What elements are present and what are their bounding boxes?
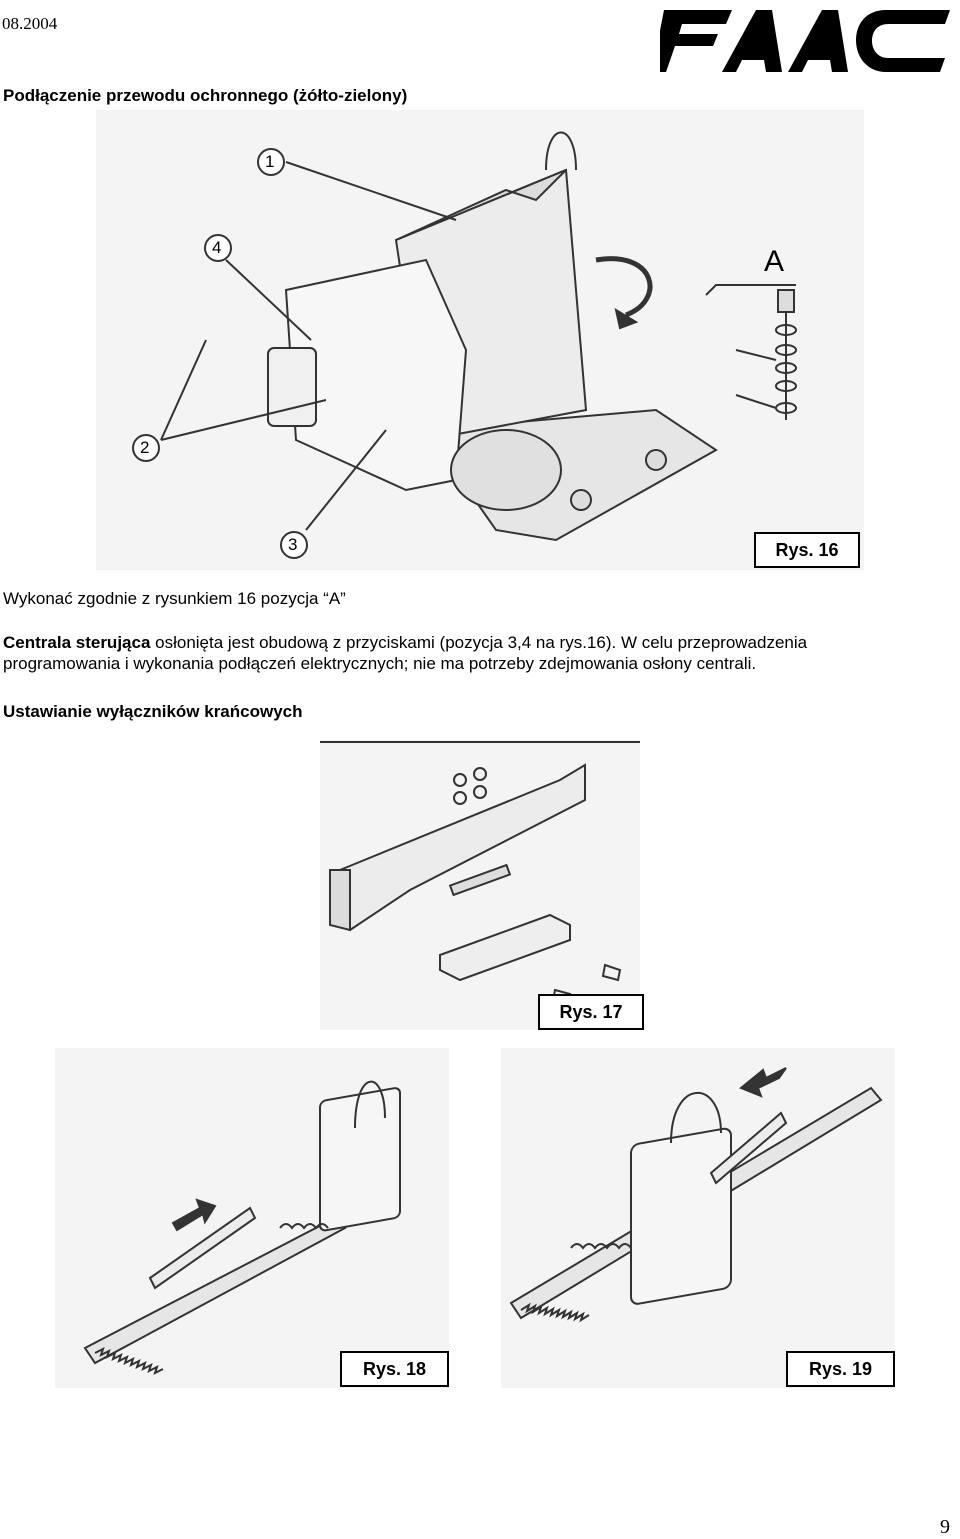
callout-4: 4	[212, 238, 222, 257]
figure-19-caption: Rys. 19	[786, 1351, 895, 1387]
figure-16-operator-illustration: 1 4 2 3 A	[96, 110, 864, 570]
figure-18-opening-limit-setup	[55, 1048, 449, 1388]
control-unit-paragraph: Centrala sterująca osłonięta jest obudow…	[3, 632, 958, 674]
faac-logo	[652, 2, 956, 76]
section-heading-limit-switches: Ustawianie wyłączników krańcowych	[3, 702, 303, 721]
callout-1: 1	[265, 152, 275, 171]
callout-3: 3	[288, 535, 298, 554]
figure-17-caption: Rys. 17	[538, 994, 644, 1030]
figure-16-caption: Rys. 16	[754, 532, 860, 568]
callout-2: 2	[140, 438, 150, 457]
figure-18-caption: Rys. 18	[340, 1351, 449, 1387]
detail-a-label: A	[764, 245, 785, 278]
document-date: 08.2004	[2, 14, 58, 33]
paragraph-line1: osłonięta jest obudową z przyciskami (po…	[150, 633, 808, 652]
paragraph-bold-lead: Centrala sterująca	[3, 633, 151, 652]
page-number: 9	[940, 1516, 950, 1538]
figure-17-limit-switch-parts	[320, 740, 640, 1030]
figure-19-closing-limit-setup	[501, 1048, 895, 1388]
instruction-text: Wykonać zgodnie z rysunkiem 16 pozycja “…	[3, 589, 346, 608]
section-heading-protective-wire: Podłączenie przewodu ochronnego (żółto-z…	[3, 86, 408, 105]
paragraph-line2: programowania i wykonania podłączeń elek…	[3, 654, 757, 673]
